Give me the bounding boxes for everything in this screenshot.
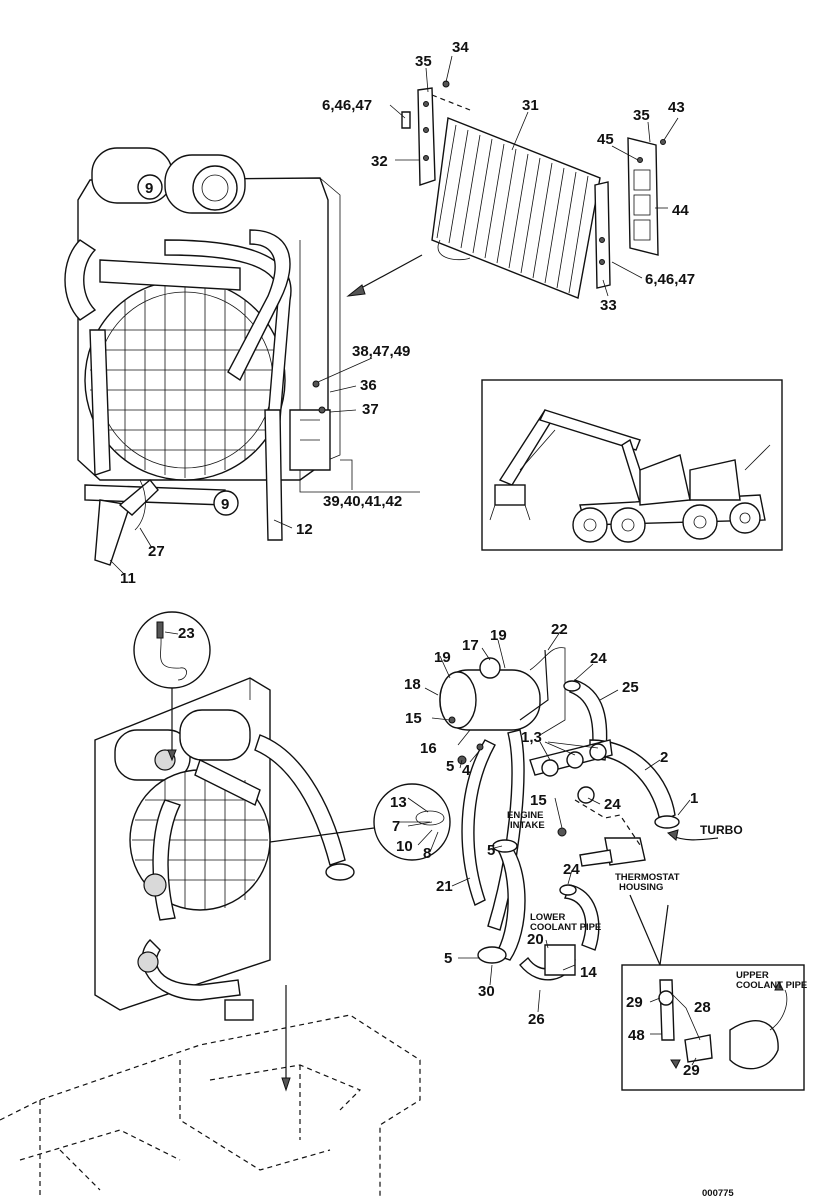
callout-32: 32 (371, 153, 388, 170)
callout-24: 24 (590, 650, 607, 667)
callout-1: 1 (690, 790, 698, 807)
callout-37: 37 (362, 401, 379, 418)
callout-10: 10 (396, 838, 413, 855)
callout-35: 35 (415, 53, 432, 70)
callout-31: 31 (522, 97, 539, 114)
callout-15: 15 (405, 710, 422, 727)
callout-20: 20 (527, 931, 544, 948)
callout-19: 19 (490, 627, 507, 644)
callout-7: 7 (392, 818, 400, 835)
note-upper-pipe-2: COOLANT PIPE (736, 980, 807, 991)
callout-26: 26 (528, 1011, 545, 1028)
detail-circle-clamp (269, 783, 451, 861)
callout-24: 24 (604, 796, 621, 813)
callout-12: 12 (296, 521, 313, 538)
figure-code: 000775 (702, 1188, 734, 1198)
note-turbo: TURBO (700, 823, 743, 837)
note-lower-pipe-2: COOLANT PIPE (530, 922, 601, 933)
thermostat-detail-inset (621, 894, 805, 1091)
callout-14: 14 (580, 964, 597, 981)
callout-5: 5 (446, 758, 454, 775)
note-lower-pipe-1: LOWER (530, 912, 565, 923)
note-engine-intake-2: INTAKE (510, 820, 545, 831)
callout-1-3: 1,3 (521, 729, 542, 746)
callout-8: 8 (423, 845, 431, 862)
callout-35: 35 (633, 107, 650, 124)
note-upper-pipe-1: UPPER (736, 970, 769, 981)
callout-29: 29 (683, 1062, 700, 1079)
callout-43: 43 (668, 99, 685, 116)
notes: TURBO ENGINE INTAKE THERMOSTAT HOUSING L… (507, 810, 807, 1199)
hose-exploded-view (439, 647, 680, 981)
callout-13: 13 (390, 794, 407, 811)
fan-grille (90, 282, 280, 478)
callout-11: 11 (120, 570, 136, 587)
machine-frame-dashed (0, 1014, 421, 1198)
condenser-assembly (401, 80, 666, 299)
callout-6-46-47: 6,46,47 (645, 271, 695, 288)
callout-48: 48 (628, 1027, 645, 1044)
callout-19: 19 (434, 649, 451, 666)
radiator-assembly-top (64, 147, 341, 566)
callout-9: 9 (145, 180, 153, 197)
callout-9: 9 (221, 496, 229, 513)
callout-6-46-47: 6,46,47 (322, 97, 372, 114)
callout-22: 22 (551, 621, 568, 638)
callout-21: 21 (436, 878, 453, 895)
callout-4: 4 (462, 762, 471, 779)
callout-18: 18 (404, 676, 421, 693)
callout-23: 23 (178, 625, 195, 642)
callout-25: 25 (622, 679, 639, 696)
callout-27: 27 (148, 543, 165, 560)
callout-44: 44 (672, 202, 689, 219)
callout-34: 34 (452, 39, 469, 56)
note-thermostat-2: HOUSING (619, 882, 663, 893)
callout-28: 28 (694, 999, 711, 1016)
note-engine-intake-1: ENGINE (507, 810, 543, 821)
callout-15: 15 (530, 792, 547, 809)
callout-labels: 34 35 6,46,47 32 31 35 43 45 44 6,46,47 … (120, 39, 711, 1079)
detail-circle-sensor (133, 611, 211, 762)
callout-39-40-41-42: 39,40,41,42 (323, 493, 402, 510)
callout-5: 5 (487, 842, 495, 859)
callout-17: 17 (462, 637, 479, 654)
callout-33: 33 (600, 297, 617, 314)
callout-16: 16 (420, 740, 437, 757)
callout-36: 36 (360, 377, 377, 394)
callout-5: 5 (444, 950, 452, 967)
machine-inset (481, 379, 783, 551)
cooling-package-bottom (94, 677, 510, 1021)
callout-38-47-49: 38,47,49 (352, 343, 410, 360)
note-thermostat-1: THERMOSTAT (615, 872, 680, 883)
callout-30: 30 (478, 983, 495, 1000)
callout-2: 2 (660, 749, 668, 766)
callout-24: 24 (563, 861, 580, 878)
condenser-core-lines (436, 124, 589, 294)
leader-lines (109, 55, 701, 1066)
callout-29: 29 (626, 994, 643, 1011)
callout-45: 45 (597, 131, 614, 148)
